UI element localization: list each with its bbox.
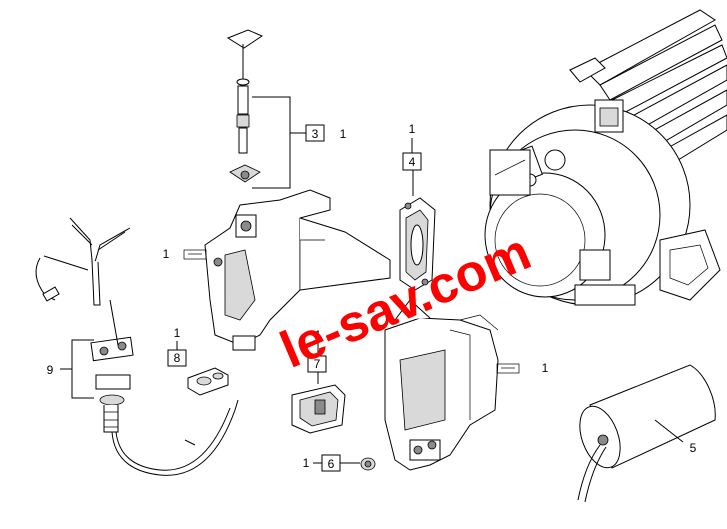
callout-8-qty: 1: [174, 326, 181, 340]
callout-4: 1 4: [402, 122, 422, 171]
callout-3: 3 1: [290, 124, 347, 142]
motor-housing: [484, 9, 727, 306]
part-4-gasket-plate: [399, 170, 436, 291]
callout-9-label: 9: [47, 363, 54, 377]
callout-5-label: 5: [690, 441, 697, 455]
callout-7-qty: 1: [315, 328, 322, 342]
part-8-small-plate: [187, 367, 229, 396]
callout-1a-qty: 1: [163, 247, 170, 261]
callout-1b: 1: [496, 361, 549, 375]
callout-8: 1 8: [167, 326, 187, 367]
callout-7-box-label: 7: [314, 357, 321, 371]
callout-9: 9: [47, 363, 72, 377]
part-1-pump-bracket: [204, 189, 391, 351]
callout-5: 5: [654, 419, 697, 455]
callout-4-box-label: 4: [409, 155, 416, 169]
part-3-probe-assembly: [226, 29, 291, 189]
callout-6: 1 6: [303, 454, 360, 472]
part-5-capacitor: [577, 364, 716, 503]
callout-6-qty: 1: [303, 456, 310, 470]
callout-3-qty: 1: [340, 127, 347, 141]
callout-7: 1 7: [307, 328, 327, 384]
callout-8-box-label: 8: [174, 351, 181, 365]
part-9-power-cable: [35, 217, 239, 476]
callout-6-box-label: 6: [328, 457, 335, 471]
part-7-switch-block: [291, 384, 346, 434]
callout-4-qty: 1: [409, 122, 416, 136]
callout-1a: 1: [163, 247, 207, 261]
part-6-nut: [360, 457, 376, 471]
part-1-pump-housing: [384, 299, 499, 471]
callout-1b-qty: 1: [542, 361, 549, 375]
callout-3-box-label: 3: [312, 127, 319, 141]
